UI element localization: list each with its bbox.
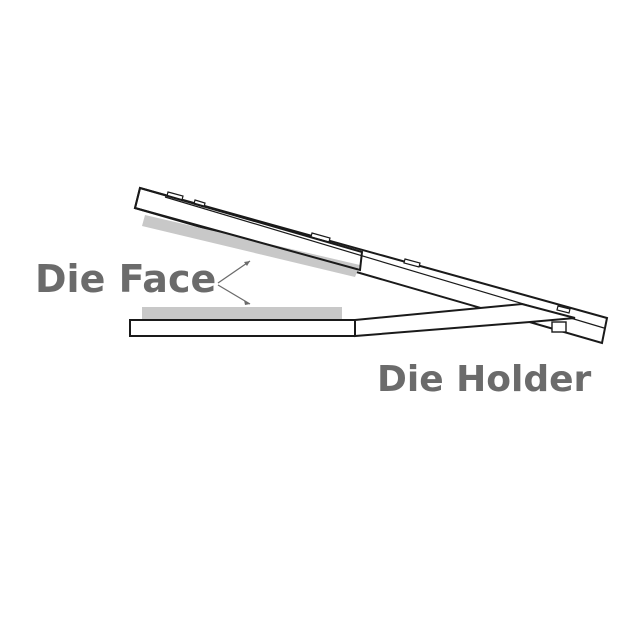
arrowhead-upper [244,261,250,266]
lower-holder-arm [354,302,576,338]
upper-holder-front-block [133,186,364,272]
upper-die-face [142,215,360,277]
hinge-block [551,321,567,333]
lower-plate [129,319,356,337]
die-face-label: Die Face [35,257,216,301]
die-holder-label: Die Holder [377,359,592,400]
lower-die-face [142,307,342,319]
upper-die-holder [133,186,609,345]
pointer-to-upper-face [217,260,251,284]
arrowhead-lower [244,300,250,305]
die-face-pointers [217,260,251,305]
lower-die-holder [129,302,576,338]
